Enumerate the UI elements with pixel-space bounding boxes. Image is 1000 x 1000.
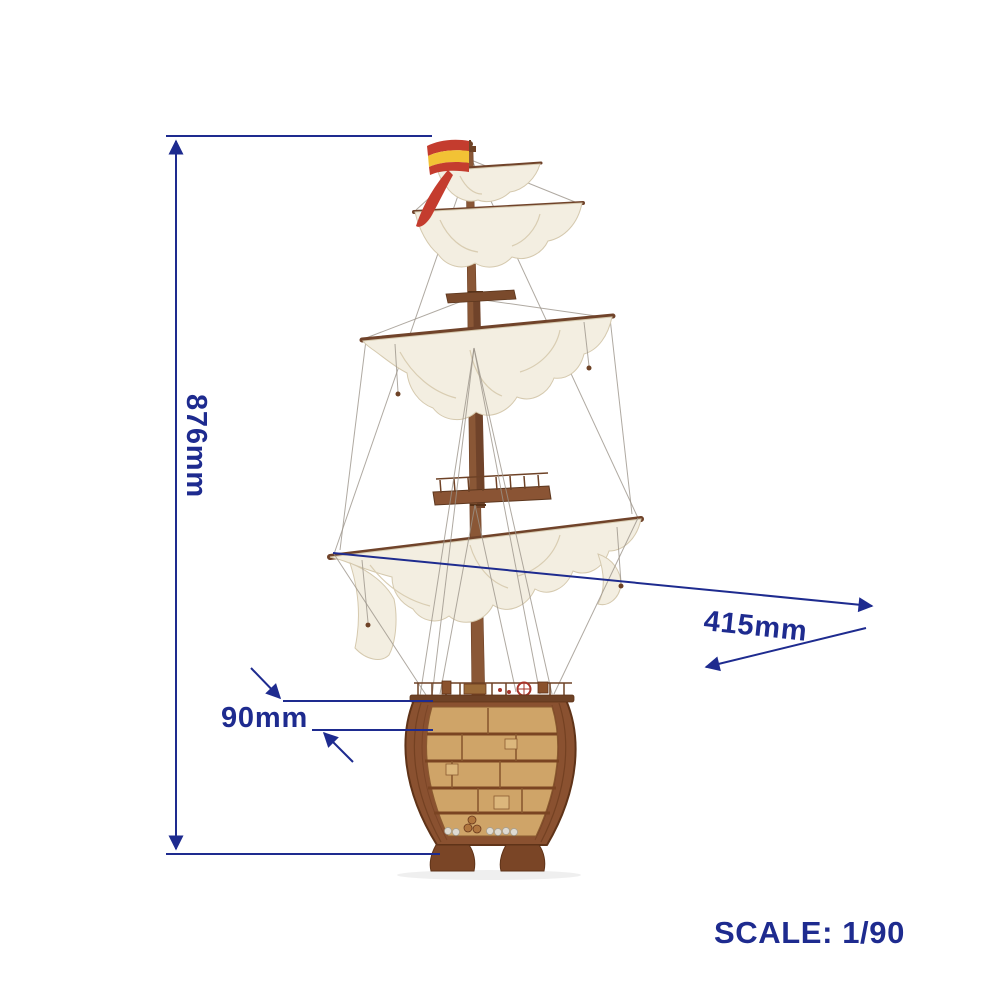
barrel — [472, 824, 482, 834]
width-leader-arrow-bottom — [322, 731, 354, 763]
rigging-line — [609, 317, 633, 515]
rail-post — [509, 475, 512, 491]
rigging-block — [365, 622, 371, 628]
rigging-block — [395, 391, 401, 397]
rope — [394, 343, 399, 393]
cargo-crate — [504, 738, 518, 750]
rigging-block — [618, 583, 624, 589]
platforms — [432, 289, 552, 506]
brace-line — [553, 517, 639, 695]
rigging-line — [339, 339, 367, 551]
rigging-block — [586, 365, 592, 371]
main-course-sail — [329, 518, 642, 623]
stand-foot-right — [499, 844, 546, 872]
sail-fold — [439, 219, 479, 253]
stand-foot-left — [429, 844, 476, 872]
display-stand — [397, 844, 581, 880]
shroud-line — [473, 347, 541, 695]
rope — [361, 559, 369, 623]
caprail — [409, 694, 575, 703]
flag-stripe-red — [427, 139, 469, 156]
rope — [616, 526, 622, 584]
topgallant-sail — [414, 202, 583, 268]
rigging-line — [365, 297, 471, 339]
yard-length-return-line — [704, 627, 867, 672]
sail-fold — [469, 544, 509, 589]
binnacle — [537, 681, 549, 694]
capstan — [441, 680, 452, 695]
flag-stripe-yellow — [428, 150, 469, 167]
cargo-crate — [445, 763, 459, 776]
barrel — [463, 823, 473, 833]
rigging-front — [333, 321, 639, 699]
sail-drape-left — [349, 562, 397, 660]
barrel — [467, 815, 477, 825]
ship-illustration — [327, 139, 644, 880]
sails — [329, 163, 642, 660]
sail-fold — [369, 564, 431, 607]
height-dimension-label: 876mm — [180, 394, 212, 498]
sail-fold — [519, 329, 561, 373]
yard-length-dimension-line — [332, 552, 874, 613]
shroud-line — [431, 347, 475, 697]
flag-stripe-red — [429, 162, 469, 175]
section-width-dimension: 90mm — [221, 667, 433, 763]
crosstrees-platform — [445, 289, 517, 304]
height-dimension: 876mm — [166, 135, 440, 855]
rail-post — [481, 477, 484, 492]
stand-shadow — [397, 870, 581, 880]
hull-plank-line — [421, 704, 448, 841]
pennant — [416, 170, 453, 227]
topsail-yard — [359, 313, 616, 343]
shroud-line — [439, 504, 476, 695]
hull-plank-line — [413, 702, 442, 843]
rail-post — [495, 476, 498, 491]
ballast-stone — [510, 828, 518, 836]
sail-fold — [399, 351, 457, 399]
sail-fold — [511, 213, 541, 247]
ballast-stone — [502, 827, 510, 835]
ballast-stone — [494, 828, 502, 836]
cargo-crate — [493, 795, 510, 810]
deck-fitting — [507, 690, 511, 694]
shroud-line — [419, 347, 475, 697]
platform-rail — [435, 472, 549, 480]
rail-post — [537, 474, 540, 489]
hull-interior-face — [426, 706, 559, 837]
ballast-stone — [444, 827, 452, 835]
rail-post — [439, 479, 442, 494]
hull-cross-section — [404, 680, 577, 846]
hull-plank-line — [540, 702, 567, 843]
rail-post — [453, 478, 456, 493]
ballast-stone — [486, 827, 494, 835]
topsail — [362, 316, 613, 420]
scale-label: SCALE: 1/90 — [714, 915, 905, 950]
rope — [583, 321, 590, 367]
rigging-line — [469, 297, 611, 319]
shroud-line — [473, 347, 553, 695]
deck-fitting — [498, 688, 502, 692]
width-leader-arrow-top — [250, 667, 282, 700]
rail-post — [523, 475, 526, 490]
ballast-stone — [452, 828, 460, 836]
rail-post — [467, 477, 470, 493]
spanish-flag — [416, 139, 471, 227]
yard-length-dimension-label: 415mm — [702, 605, 809, 648]
shroud-line — [474, 504, 517, 693]
width-dimension-label: 90mm — [221, 702, 308, 734]
sail-fold — [517, 534, 561, 577]
deck-grating — [463, 683, 487, 695]
brace-line — [333, 553, 429, 699]
sail-fold — [459, 175, 483, 195]
